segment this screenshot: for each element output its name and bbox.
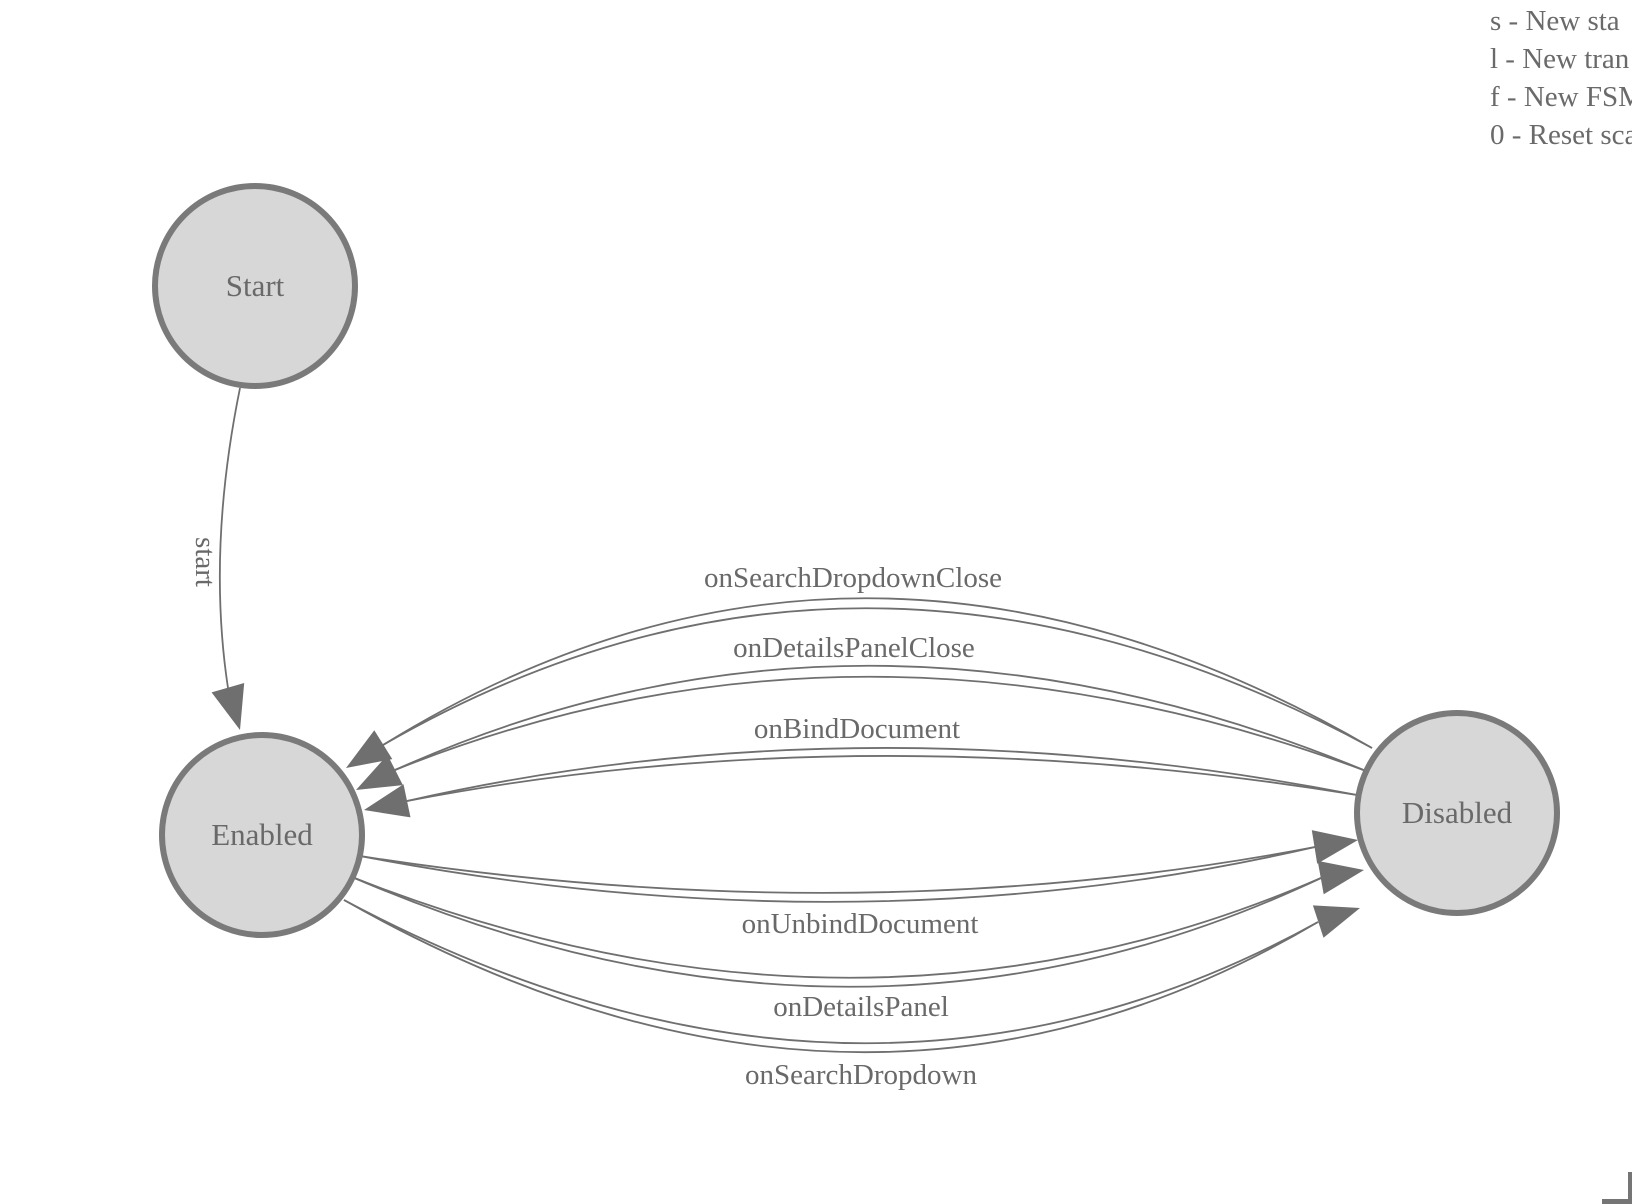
edge-start-curve [218,387,241,689]
edge-curve [394,675,1367,772]
legend-line-new-state: s - New sta [1490,5,1620,37]
edge-label-onDetailsPanel: onDetailsPanel [773,991,949,1023]
canvas-corner-mark-icon [1628,1172,1632,1204]
edge-onBindDocument[interactable]: onBindDocument [364,713,1358,818]
arrowhead-to-disabled-icon [1312,905,1360,938]
shortcut-legend: s - New sta l - New tran f - New FSM 0 -… [1490,2,1632,154]
edge-curve [359,846,1316,903]
edge-curve [382,597,1373,749]
arrowhead-to-enabled-icon [346,730,393,768]
edge-curve [359,846,1316,894]
canvas-corner-mark-icon [1602,1199,1632,1204]
edge-onDetailsPanel[interactable]: onDetailsPanel [351,860,1364,1023]
edge-onSearchDropdown[interactable]: onSearchDropdown [343,899,1360,1091]
arrowhead-to-disabled-icon [1311,830,1358,864]
edge-curve [343,899,1319,1045]
legend-line-new-fsm: f - New FSM [1490,81,1632,113]
edge-label-start: start [189,537,221,587]
edge-onUnbindDocument[interactable]: onUnbindDocument [359,830,1358,940]
arrowhead-to-enabled-icon [364,784,411,818]
edge-label-onSearchDropdown: onSearchDropdown [745,1059,977,1091]
state-label-disabled: Disabled [1402,795,1513,830]
legend-line-reset-scale: 0 - Reset sca [1490,119,1632,151]
state-circle[interactable] [159,732,365,938]
edge-label-onSearchDropdownClose: onSearchDropdownClose [704,562,1002,594]
state-label-start: Start [226,268,285,303]
edge-label-onUnbindDocument: onUnbindDocument [742,908,979,940]
legend-line-new-transition: l - New tran [1490,43,1630,75]
state-circle[interactable] [1354,710,1560,916]
arrowhead-to-disabled-icon [1317,860,1364,895]
edge-curve [406,747,1358,802]
arrowhead-start-to-enabled-icon [211,683,245,730]
edge-curve [394,664,1367,772]
edge-start[interactable]: start [189,387,245,730]
state-circle[interactable] [152,183,358,389]
edge-curve [351,876,1322,979]
edge-label-onDetailsPanelClose: onDetailsPanelClose [733,632,975,664]
state-label-enabled: Enabled [211,817,313,852]
state-node-disabled[interactable]: Disabled [1354,710,1560,916]
edge-curve [343,899,1319,1054]
state-node-enabled[interactable]: Enabled [159,732,365,938]
edge-curve [351,876,1322,988]
arrowhead-to-enabled-icon [356,754,403,790]
edge-label-onBindDocument: onBindDocument [754,713,960,745]
edge-onDetailsPanelClose[interactable]: onDetailsPanelClose [356,632,1367,790]
edge-onSearchDropdownClose[interactable]: onSearchDropdownClose [346,562,1373,768]
edge-curve [406,755,1358,802]
edge-curve [382,607,1373,749]
state-node-start[interactable]: Start [152,183,358,389]
